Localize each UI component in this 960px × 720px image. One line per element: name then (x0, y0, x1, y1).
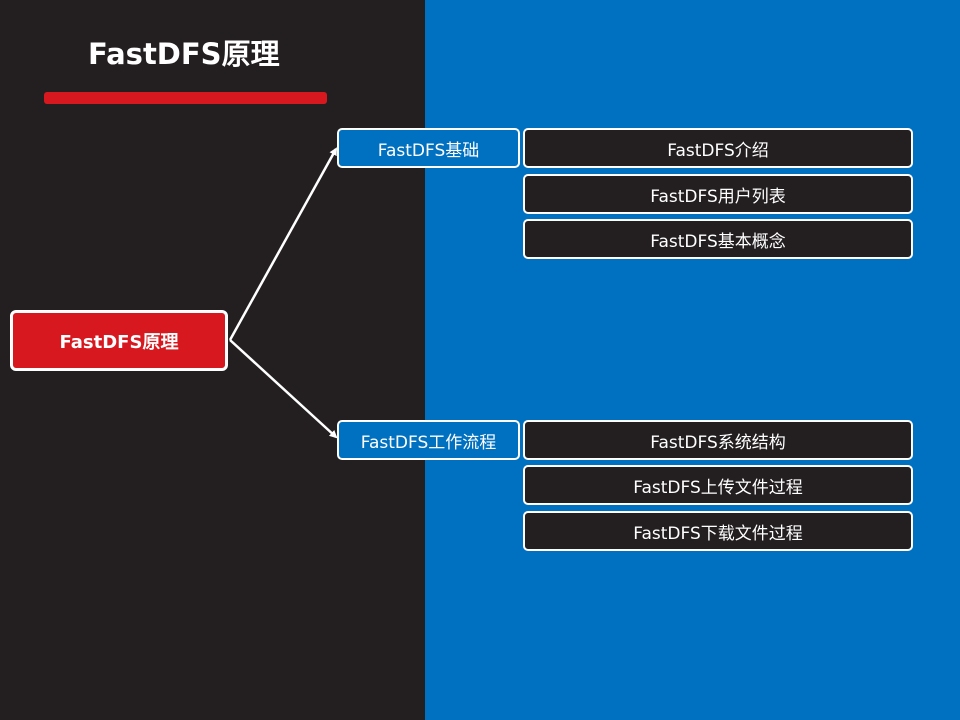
leaf-node-introduction: FastDFS介绍 (523, 128, 913, 168)
page-title: FastDFS原理 (88, 37, 280, 71)
connector-root-to-workflow (229, 339, 338, 439)
leaf-node-system-architecture: FastDFS系统结构 (523, 420, 913, 460)
title-underline-bar (44, 92, 327, 104)
root-node: FastDFS原理 (10, 310, 228, 371)
right-background-panel (425, 0, 960, 720)
branch-node-basics: FastDFS基础 (337, 128, 520, 168)
connector-root-to-basics (228, 147, 338, 341)
leaf-node-user-list: FastDFS用户列表 (523, 174, 913, 214)
branch-node-workflow: FastDFS工作流程 (337, 420, 520, 460)
leaf-node-basic-concepts: FastDFS基本概念 (523, 219, 913, 259)
leaf-node-upload-process: FastDFS上传文件过程 (523, 465, 913, 505)
leaf-node-download-process: FastDFS下载文件过程 (523, 511, 913, 551)
